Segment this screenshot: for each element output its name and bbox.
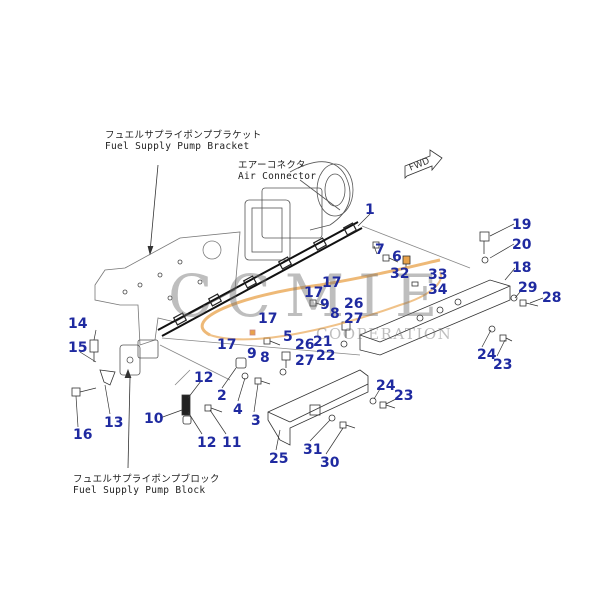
bracket-18 <box>359 279 511 356</box>
callout-14: 14 <box>68 316 88 332</box>
callout-17: 17 <box>304 285 324 301</box>
bracket-leader-line <box>149 164 159 253</box>
block-caption-jp: フュエルサプライポンプブロック <box>73 474 220 485</box>
callout-24: 24 <box>376 378 396 394</box>
callout-17: 17 <box>322 275 342 291</box>
bracket-caption: フュエルサプライポンプブラケット Fuel Supply Pump Bracke… <box>105 130 262 152</box>
bracket-25 <box>267 369 369 446</box>
callout-20: 20 <box>512 237 532 253</box>
main-rail <box>157 221 363 337</box>
callout-15: 15 <box>68 340 88 356</box>
callout-6: 6 <box>392 249 402 265</box>
bolts <box>71 231 539 429</box>
callout-11: 11 <box>222 435 242 451</box>
callout-32: 32 <box>390 266 410 282</box>
watermark-logo: CCMIE <box>168 262 452 330</box>
bracket-caption-jp: フュエルサプライポンプブラケット <box>105 130 262 141</box>
callout-29: 29 <box>518 280 538 296</box>
fwd-arrow-shape <box>404 149 443 179</box>
pump-bracket-plate <box>94 231 241 346</box>
callout-22: 22 <box>316 348 336 364</box>
callout-12: 12 <box>197 435 217 451</box>
air-connector-caption-en: Air Connector <box>238 171 317 182</box>
callout-4: 4 <box>233 402 243 418</box>
callout-33: 33 <box>428 267 448 283</box>
callout-25: 25 <box>269 451 289 467</box>
block-leader-line <box>127 377 131 469</box>
callout-17: 17 <box>217 337 237 353</box>
callout-8: 8 <box>260 350 270 366</box>
watermark-swoosh <box>200 258 442 341</box>
callout-8: 8 <box>330 306 340 322</box>
callout-23: 23 <box>493 357 513 373</box>
callout-7: 7 <box>375 242 385 258</box>
callout-31: 31 <box>303 442 323 458</box>
pump-block <box>119 339 159 376</box>
block-caption-en: Fuel Supply Pump Block <box>73 485 206 496</box>
callout-30: 30 <box>320 455 340 471</box>
watermark-subtitle: COOPERATION <box>316 325 453 343</box>
callout-9: 9 <box>320 297 330 313</box>
callout-10: 10 <box>144 411 164 427</box>
air-connector-caption-jp: エアーコネクタ <box>238 160 306 171</box>
callout-16: 16 <box>73 427 93 443</box>
callout-5: 5 <box>283 329 293 345</box>
callout-13: 13 <box>104 415 124 431</box>
callout-27: 27 <box>295 353 315 369</box>
callout-1: 1 <box>365 202 375 218</box>
callout-2: 2 <box>217 388 227 404</box>
callout-21: 21 <box>313 334 333 350</box>
callout-28: 28 <box>542 290 562 306</box>
bracket-caption-en: Fuel Supply Pump Bracket <box>105 141 250 152</box>
callout-23: 23 <box>394 388 414 404</box>
callout-17: 17 <box>258 311 278 327</box>
callout-24: 24 <box>477 347 497 363</box>
callout-12: 12 <box>194 370 214 386</box>
callout-3: 3 <box>251 413 261 429</box>
block-caption: フュエルサプライポンプブロック Fuel Supply Pump Block <box>73 474 220 496</box>
callout-26: 26 <box>295 337 315 353</box>
air-connector-assembly <box>244 161 354 261</box>
callout-34: 34 <box>428 282 448 298</box>
air-connector-caption: エアーコネクタ Air Connector <box>238 160 316 182</box>
callout-19: 19 <box>512 217 532 233</box>
callout-9: 9 <box>247 346 257 362</box>
callout-18: 18 <box>512 260 532 276</box>
callout-26: 26 <box>344 296 364 312</box>
callout-27: 27 <box>344 311 364 327</box>
